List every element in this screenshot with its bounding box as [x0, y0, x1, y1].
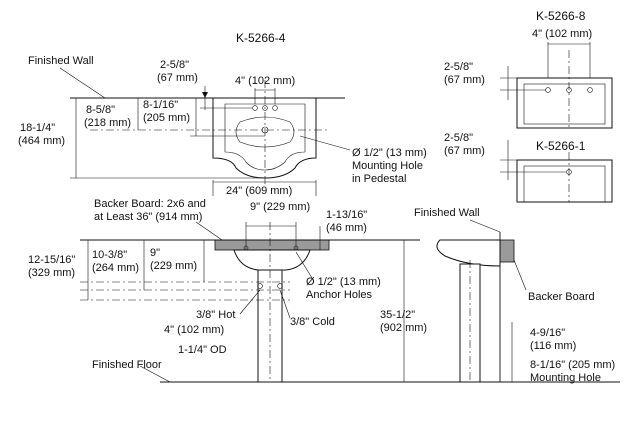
hole-note-1: Ø 1/2" (13 mm)	[352, 147, 427, 159]
front-1215-mm: (329 mm)	[28, 267, 75, 279]
hot-supply-icon	[257, 283, 263, 289]
finished-wall-label: Finished Wall	[28, 55, 94, 67]
top-view: K-5266-4 Finished Wall 4" (102 mm) 2-5/8…	[18, 31, 427, 197]
cold-leader	[279, 289, 291, 319]
cold-supply-icon	[277, 283, 283, 289]
variant-1-basin	[516, 159, 613, 203]
top-overall-depth: 18-1/4"	[20, 122, 55, 134]
hole-note-2: Mounting Hole	[352, 160, 423, 172]
front-1038-mm: (264 mm)	[92, 262, 139, 274]
front-floor: Finished Floor	[92, 359, 162, 371]
front-od: 1-1/4" OD	[178, 344, 227, 356]
top-depth-b-mm: (205 mm)	[143, 112, 190, 124]
front-hot: 3/8" Hot	[196, 309, 235, 321]
variant-1-inner	[523, 165, 606, 203]
side-basin	[436, 239, 501, 267]
basin-outline	[212, 97, 317, 179]
side-finished-wall: Finished Wall	[414, 207, 480, 219]
hole-leader	[299, 135, 351, 151]
top-setback-mm: (67 mm)	[157, 72, 198, 84]
front-9in: 9" (229 mm)	[250, 201, 310, 213]
side-49: 4-9/16"	[530, 327, 565, 339]
side-49-mm: (116 mm)	[530, 340, 576, 352]
basin-front	[233, 249, 311, 271]
side-backer-label: Backer Board	[528, 291, 595, 303]
top-setback: 2-5/8"	[160, 59, 189, 71]
faucet-hole-center	[262, 105, 268, 111]
anchor-1: Ø 1/2" (13 mm)	[306, 276, 381, 288]
top-depth-a: 8-5/8"	[86, 104, 115, 116]
front-1215: 12-15/16"	[28, 254, 75, 266]
variant-8-inner	[523, 83, 606, 125]
front-view: Backer Board: 2x6 and at Least 36" (914 …	[28, 198, 427, 383]
front-cold: 3/8" Cold	[290, 316, 335, 328]
model-side-top-label: K-5266-8	[536, 9, 586, 23]
anchor-2: Anchor Holes	[306, 289, 373, 301]
model-side-bottom-label: K-5266-1	[536, 139, 586, 153]
variant-8-basin	[516, 77, 613, 129]
side-81: 8-1/16" (205 mm)	[530, 359, 615, 371]
hole-note-3: in Pedestal	[352, 173, 406, 185]
front-9-mm: (229 mm)	[150, 260, 197, 272]
front-9: 9"	[150, 247, 160, 259]
front-113: 1-13/16"	[326, 209, 367, 221]
front-113-mm: (46 mm)	[326, 222, 367, 234]
backer-label-1: Backer Board: 2x6 and	[94, 198, 206, 210]
side-bottom-setback-mm: (67 mm)	[444, 145, 485, 157]
front-hot-spread: 4" (102 mm)	[164, 324, 224, 336]
side-backer-board	[499, 239, 515, 263]
anchor-hole-l	[243, 245, 249, 251]
backer-leader	[195, 221, 223, 241]
top-width: 24" (609 mm)	[226, 185, 292, 197]
front-height-mm: (902 mm)	[380, 322, 427, 334]
side-backer-leader	[513, 259, 527, 291]
front-1038: 10-3/8"	[92, 249, 127, 261]
side-top-setback-mm: (67 mm)	[444, 74, 485, 86]
top-faucet-spread: 4" (102 mm)	[235, 75, 295, 87]
side-view: Finished Wall Backer Board 4-9/16" (116 …	[414, 207, 620, 384]
setback-arrow	[202, 92, 208, 98]
top-overall-depth-mm: (464 mm)	[18, 135, 65, 147]
variant-1-view: K-5266-1 2-5/8" (67 mm)	[444, 132, 613, 203]
side-top-spread: 4" (102 mm)	[532, 28, 592, 40]
backer-label-2: at Least 36" (914 mm)	[94, 211, 202, 223]
front-height: 35-1/2"	[380, 309, 415, 321]
anchor-leader	[295, 251, 313, 279]
model-main-label: K-5266-4	[236, 31, 286, 45]
variant-8-view: K-5266-8 4" (102 mm) 2-5/8" (67 mm)	[444, 9, 613, 129]
top-depth-a-mm: (218 mm)	[84, 117, 131, 129]
anchor-hole-r	[293, 245, 299, 251]
top-depth-b: 8-1/16"	[143, 99, 178, 111]
finished-wall-leader	[59, 67, 106, 99]
side-mounting-hole: Mounting Hole	[530, 372, 601, 384]
backer-board	[214, 239, 330, 251]
basin-inner	[224, 103, 306, 171]
faucet-hole-left	[252, 105, 258, 111]
side-top-setback: 2-5/8"	[444, 61, 473, 73]
floor-leader	[139, 365, 171, 383]
hot-leader	[239, 289, 261, 315]
v8-hole-r	[587, 87, 593, 93]
faucet-hole-right	[272, 105, 278, 111]
side-bottom-setback: 2-5/8"	[444, 132, 473, 144]
side-wall-leader	[469, 219, 501, 233]
